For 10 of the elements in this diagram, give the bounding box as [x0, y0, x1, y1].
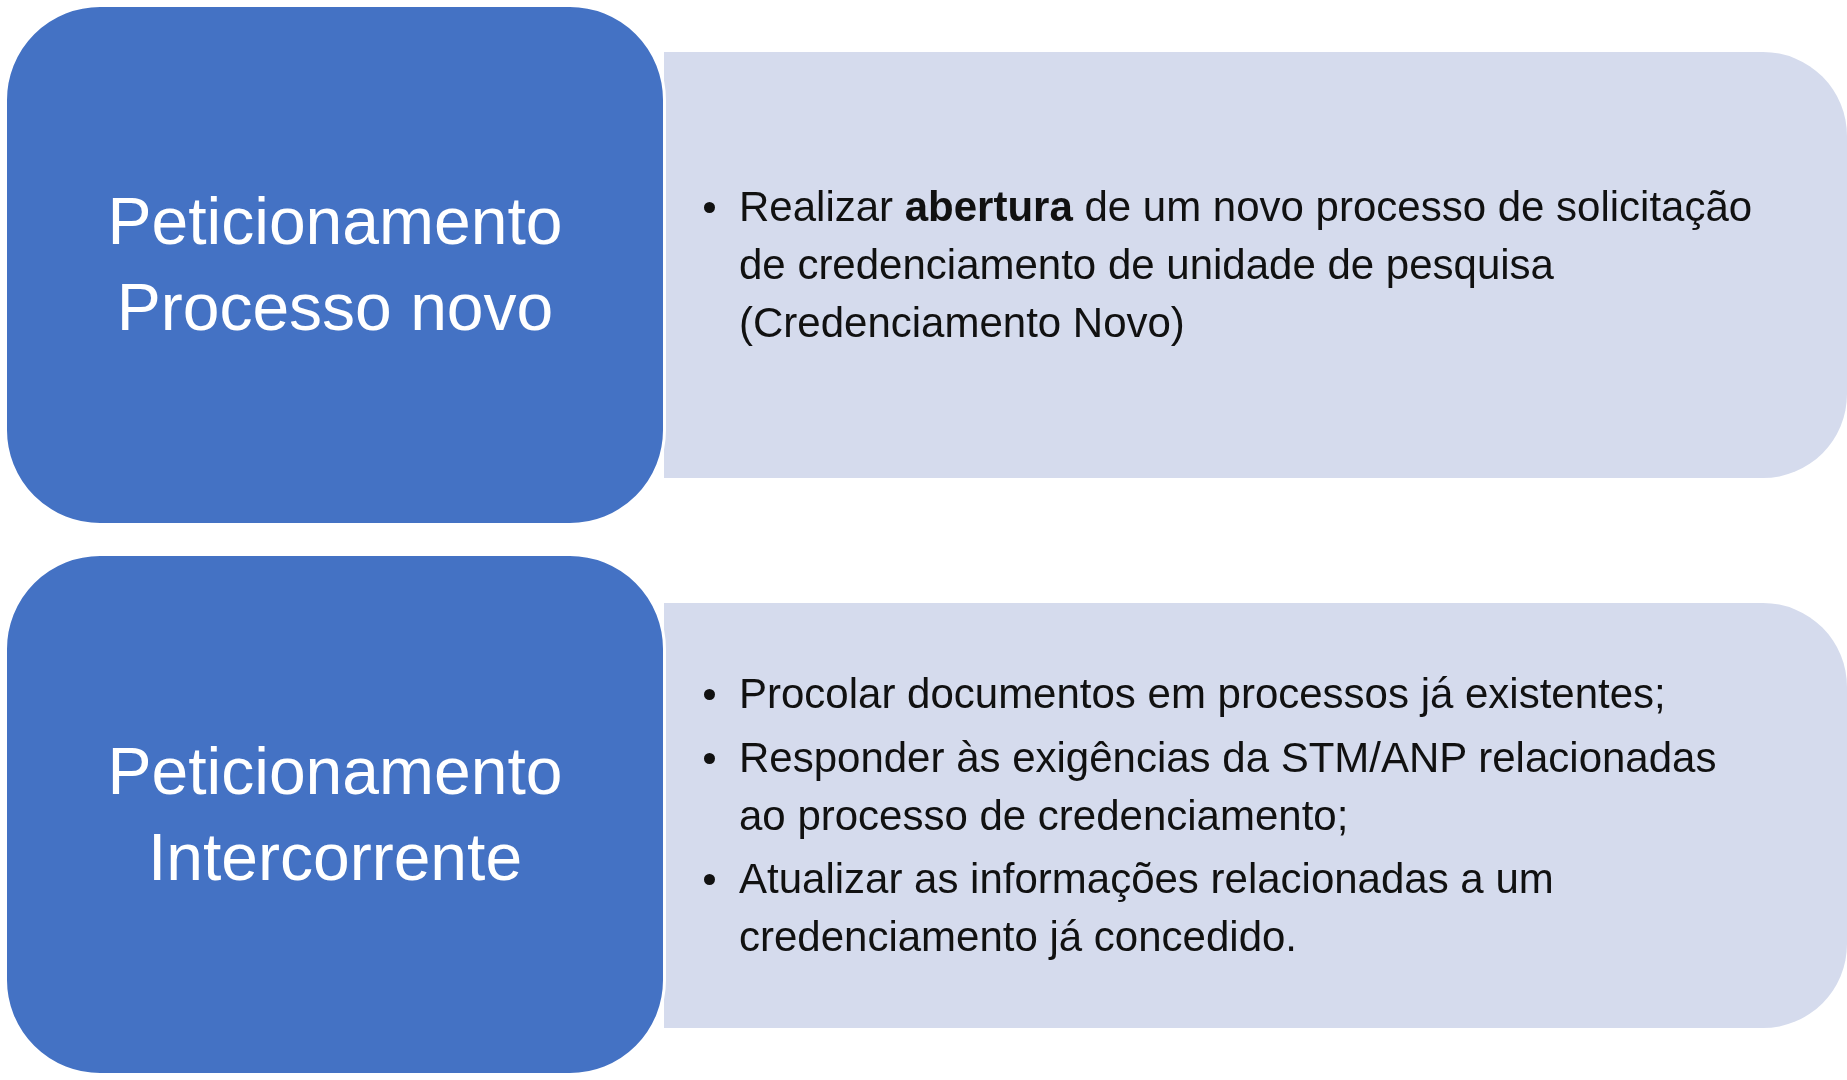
bullet-text: Realizar abertura de um novo processo de solicitação de credenciamento de unidade de pesquisa (Credenciamento Novo) — [739, 182, 1754, 348]
bullet-text: Atualizar as informações relacionadas a um credenciamento já concedido. — [739, 854, 1555, 963]
bullet-text: Procolar documentos em processos já existentes; — [739, 668, 1666, 719]
description-panel — [664, 52, 1847, 478]
category-box — [4, 553, 666, 1076]
category-title: Peticionamento Processo novo — [106, 183, 564, 346]
category-box — [4, 4, 666, 526]
bullet-text: Responder às exigências da STM/ANP relacionadas ao processo de credenciamento; — [739, 732, 1718, 841]
description-panel — [664, 603, 1847, 1028]
category-title: Peticionamento Intercorrente — [106, 732, 564, 896]
